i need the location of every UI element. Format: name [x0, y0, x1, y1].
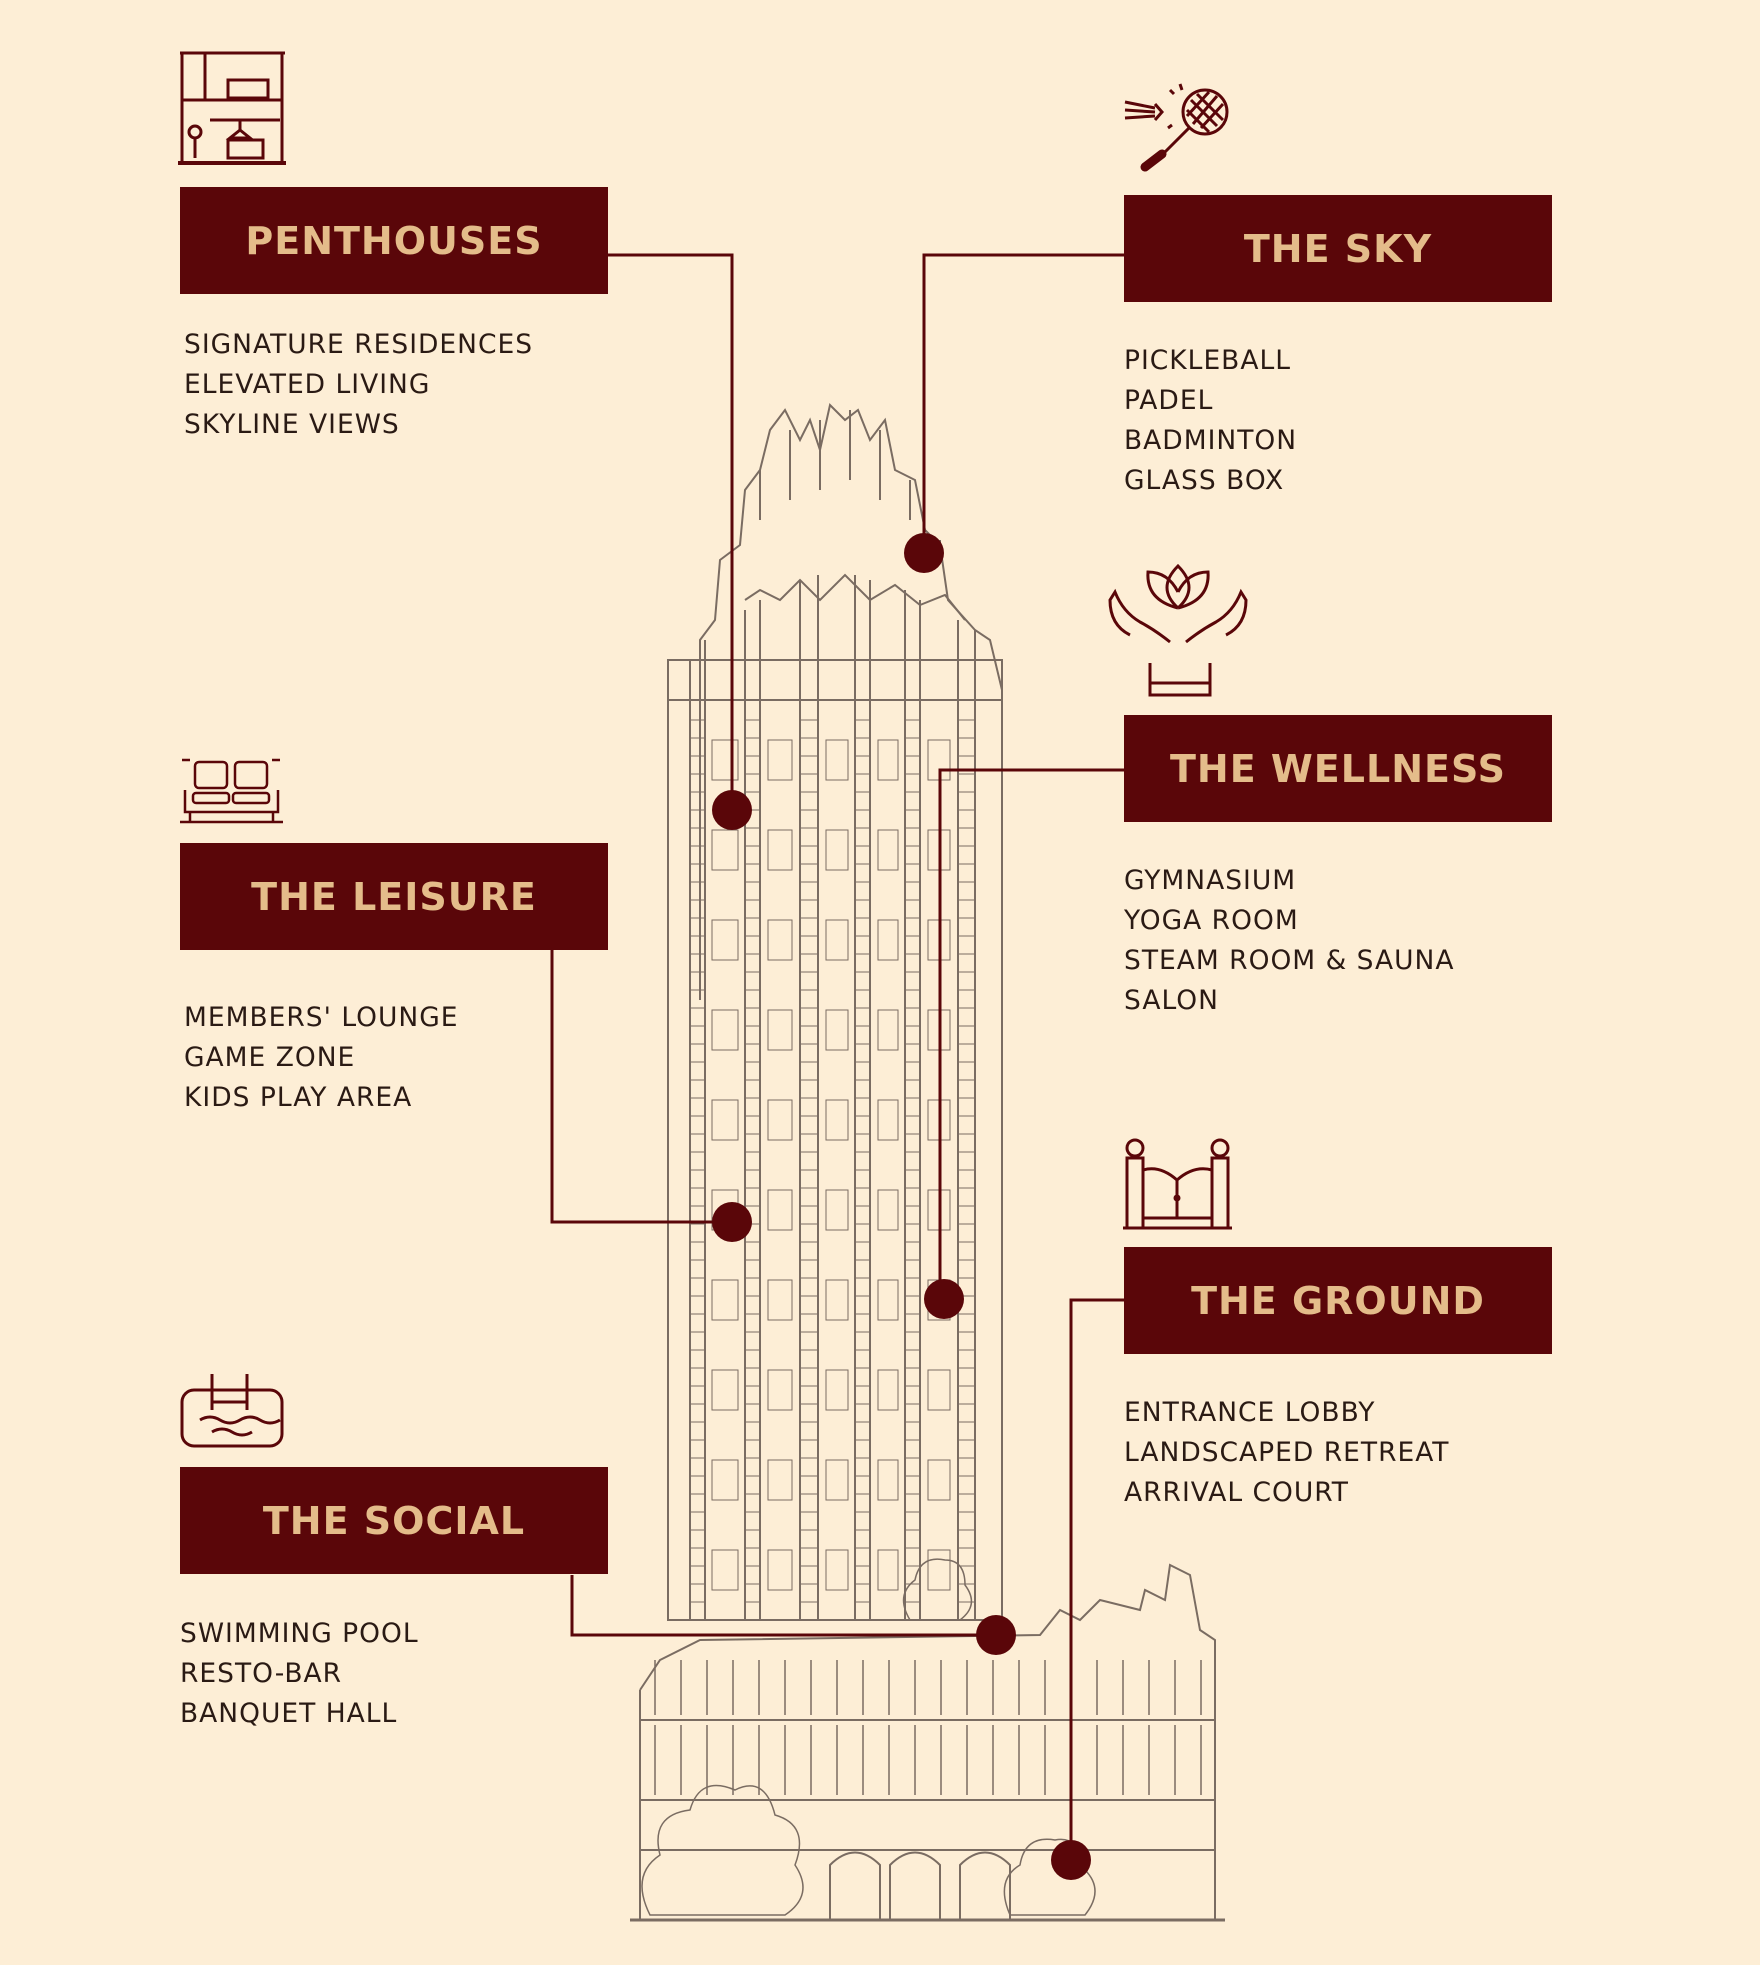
- label-sky: THE SKY: [1124, 195, 1552, 302]
- list-item: BADMINTON: [1124, 425, 1298, 456]
- list-item: SKYLINE VIEWS: [184, 409, 400, 440]
- dot-social: [976, 1615, 1016, 1655]
- wellness-items: GYMNASIUM YOGA ROOM STEAM ROOM & SAUNA S…: [1124, 861, 1454, 1021]
- label-leisure-text: THE LEISURE: [251, 874, 537, 919]
- list-item: SWIMMING POOL: [180, 1618, 419, 1649]
- entrance-gate-icon: [1123, 1138, 1232, 1230]
- list-item: ELEVATED LIVING: [184, 369, 431, 400]
- lotus-hands-icon: [1108, 563, 1248, 697]
- label-penthouses-text: PENTHOUSES: [245, 218, 543, 263]
- label-wellness-text: THE WELLNESS: [1169, 746, 1506, 791]
- social-items: SWIMMING POOL RESTO-BAR BANQUET HALL: [180, 1614, 419, 1734]
- connector-lines: [550, 253, 1125, 1860]
- dot-penthouses: [712, 790, 752, 830]
- list-item: SIGNATURE RESIDENCES: [184, 329, 534, 360]
- label-sky-text: THE SKY: [1243, 226, 1433, 271]
- dot-wellness: [924, 1279, 964, 1319]
- list-item: GLASS BOX: [1124, 465, 1285, 496]
- connector-dots: [712, 533, 1091, 1880]
- penthouses-items: SIGNATURE RESIDENCES ELEVATED LIVING SKY…: [184, 325, 533, 445]
- badminton-racket-shuttlecock-icon: [1124, 83, 1229, 172]
- list-item: GYMNASIUM: [1124, 865, 1297, 896]
- list-item: MEMBERS' LOUNGE: [184, 1002, 459, 1033]
- lounge-sofa-icon: [180, 758, 283, 824]
- list-item: ARRIVAL COURT: [1124, 1477, 1349, 1508]
- leisure-items: MEMBERS' LOUNGE GAME ZONE KIDS PLAY AREA: [184, 998, 459, 1118]
- list-item: LANDSCAPED RETREAT: [1124, 1437, 1450, 1468]
- list-item: YOGA ROOM: [1124, 905, 1299, 936]
- list-item: STEAM ROOM & SAUNA: [1124, 945, 1455, 976]
- list-item: PICKLEBALL: [1124, 345, 1292, 376]
- swimming-pool-ladder-icon: [180, 1374, 284, 1448]
- list-item: KIDS PLAY AREA: [184, 1082, 413, 1113]
- list-item: GAME ZONE: [184, 1042, 356, 1073]
- dot-ground: [1051, 1840, 1091, 1880]
- dot-leisure: [712, 1202, 752, 1242]
- dot-sky: [904, 533, 944, 573]
- penthouse-building-icon: [178, 51, 286, 165]
- tower-building-sketch: [630, 403, 1225, 1922]
- list-item: BANQUET HALL: [180, 1698, 398, 1729]
- list-item: RESTO-BAR: [180, 1658, 343, 1689]
- ground-items: ENTRANCE LOBBY LANDSCAPED RETREAT ARRIVA…: [1124, 1393, 1450, 1513]
- list-item: ENTRANCE LOBBY: [1124, 1397, 1376, 1428]
- list-item: SALON: [1124, 985, 1219, 1016]
- label-wellness: THE WELLNESS: [1124, 715, 1552, 822]
- label-leisure: THE LEISURE: [180, 843, 608, 950]
- sky-items: PICKLEBALL PADEL BADMINTON GLASS BOX: [1124, 341, 1297, 501]
- list-item: PADEL: [1124, 385, 1214, 416]
- label-social-text: THE SOCIAL: [262, 1498, 526, 1543]
- label-social: THE SOCIAL: [180, 1467, 608, 1574]
- label-ground-text: THE GROUND: [1191, 1278, 1485, 1323]
- label-ground: THE GROUND: [1124, 1247, 1552, 1354]
- label-penthouses: PENTHOUSES: [180, 187, 608, 294]
